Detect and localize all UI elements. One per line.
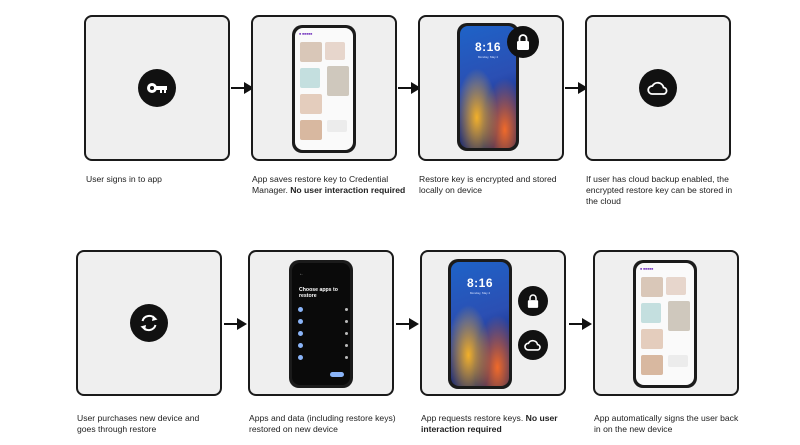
cloud-icon bbox=[518, 330, 548, 360]
step-3-caption: Restore key is encrypted and stored loca… bbox=[419, 174, 559, 196]
lock-screen-date: Monday, May 2 bbox=[469, 291, 491, 295]
step-8-caption-text: App automatically signs the user back in… bbox=[594, 413, 739, 434]
app-icon bbox=[298, 331, 303, 336]
step-6-caption-text: Apps and data (including restore keys) r… bbox=[249, 413, 396, 434]
app-icon bbox=[298, 355, 303, 360]
step-7-caption: App requests restore keys. No user inter… bbox=[421, 413, 561, 435]
arrow-right-icon bbox=[396, 318, 419, 330]
arrow-right-icon bbox=[398, 82, 421, 94]
gallery-thumb bbox=[666, 277, 686, 295]
step-2-panel: ■ ■■■■■ bbox=[251, 15, 397, 161]
app-row bbox=[298, 317, 348, 327]
app-row bbox=[298, 353, 348, 363]
gallery-thumb bbox=[300, 94, 322, 114]
step-1-panel bbox=[84, 15, 230, 161]
step-8-caption: App automatically signs the user back in… bbox=[594, 413, 744, 435]
gallery-thumb bbox=[668, 355, 688, 367]
app-icon bbox=[298, 307, 303, 312]
lock-screen-time: 8:16 bbox=[474, 40, 502, 54]
restore-screen-title: Choose apps to restore bbox=[299, 287, 338, 299]
step-7-caption-text: App requests restore keys. bbox=[421, 413, 526, 423]
phone-lock-screen: 8:16 Monday, May 2 bbox=[457, 23, 519, 151]
arrow-right-icon bbox=[565, 82, 588, 94]
step-5-caption-text: User purchases new device and goes throu… bbox=[77, 413, 200, 434]
gallery-thumb bbox=[325, 42, 345, 60]
app-icon bbox=[298, 319, 303, 324]
phone-gallery: ■ ■■■■■ bbox=[633, 260, 697, 388]
gallery-header: ■ ■■■■■ bbox=[640, 267, 654, 271]
gallery-thumb bbox=[641, 355, 663, 375]
step-3-panel: 8:16 Monday, May 2 bbox=[418, 15, 564, 161]
step-2-caption: App saves restore key to Credential Mana… bbox=[252, 174, 412, 196]
app-row bbox=[298, 329, 348, 339]
gallery-thumb bbox=[327, 120, 347, 132]
phone-gallery: ■ ■■■■■ bbox=[292, 25, 356, 153]
step-4-caption-text: If user has cloud backup enabled, the en… bbox=[586, 174, 733, 206]
step-5-caption: User purchases new device and goes throu… bbox=[77, 413, 207, 435]
step-7-caption-bold: No user interaction required bbox=[421, 413, 558, 434]
arrow-right-icon bbox=[569, 318, 592, 330]
step-6-caption: Apps and data (including restore keys) r… bbox=[249, 413, 409, 435]
lock-screen-time: 8:16 bbox=[466, 276, 494, 290]
gallery-thumb bbox=[300, 68, 320, 88]
phone-lock-screen: 8:16 Monday, May 2 bbox=[448, 259, 512, 389]
app-toggle bbox=[345, 356, 348, 359]
gallery-header: ■ ■■■■■ bbox=[299, 32, 313, 36]
gallery-thumb bbox=[641, 329, 663, 349]
lock-icon bbox=[518, 286, 548, 316]
gallery-thumb bbox=[641, 303, 661, 323]
app-row bbox=[298, 341, 348, 351]
app-toggle bbox=[345, 320, 348, 323]
gallery-thumb bbox=[668, 301, 690, 331]
step-3-caption-text: Restore key is encrypted and stored loca… bbox=[419, 174, 557, 195]
lock-screen-date: Monday, May 2 bbox=[477, 55, 499, 59]
arrow-right-icon bbox=[231, 82, 254, 94]
step-1-caption: User signs in to app bbox=[86, 174, 246, 185]
app-toggle bbox=[345, 344, 348, 347]
step-5-panel bbox=[76, 250, 222, 396]
arrow-right-icon bbox=[224, 318, 247, 330]
gallery-thumb bbox=[641, 277, 663, 297]
app-icon bbox=[298, 343, 303, 348]
step-1-caption-text: User signs in to app bbox=[86, 174, 162, 184]
gallery-thumb bbox=[300, 42, 322, 62]
gallery-thumb bbox=[327, 66, 349, 96]
step-2-caption-text: App saves restore key to Credential Mana… bbox=[252, 174, 389, 195]
restore-button bbox=[330, 372, 344, 377]
step-7-panel: 8:16 Monday, May 2 bbox=[420, 250, 566, 396]
step-2-caption-bold: No user interaction required bbox=[290, 185, 406, 195]
sync-icon bbox=[130, 304, 168, 342]
back-arrow-icon: ← bbox=[299, 271, 304, 277]
app-row bbox=[298, 305, 348, 315]
cloud-icon bbox=[639, 69, 677, 107]
step-4-panel bbox=[585, 15, 731, 161]
step-8-panel: ■ ■■■■■ bbox=[593, 250, 739, 396]
lock-icon bbox=[507, 26, 539, 58]
app-toggle bbox=[345, 308, 348, 311]
step-4-caption: If user has cloud backup enabled, the en… bbox=[586, 174, 736, 207]
phone-restore-screen: ← Choose apps to restore bbox=[289, 260, 353, 388]
app-toggle bbox=[345, 332, 348, 335]
key-icon bbox=[138, 69, 176, 107]
step-6-panel: ← Choose apps to restore bbox=[248, 250, 394, 396]
gallery-thumb bbox=[300, 120, 322, 140]
